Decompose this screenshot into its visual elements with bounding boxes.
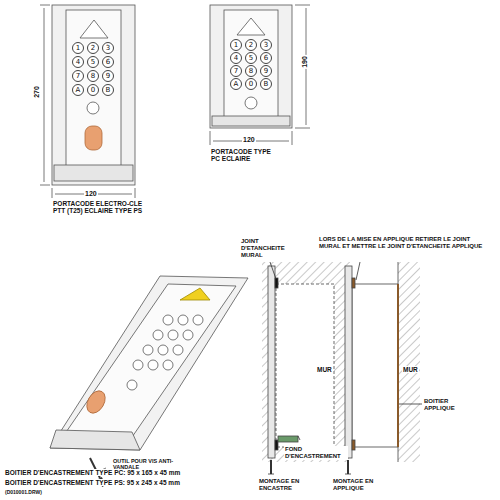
key-label: 6 (106, 58, 110, 66)
callout-label: BOITIER APPLIQUE (423, 398, 475, 412)
key-label: 0 (249, 80, 253, 88)
key-button: 0 (87, 84, 99, 96)
key-label: A (234, 80, 239, 88)
key-label: 0 (91, 86, 95, 94)
mounting-label: MONTAGE EN APPLIQUE (332, 478, 396, 492)
key-label: 1 (76, 44, 80, 52)
wall-label: MUR (316, 366, 333, 373)
dimension: 270 (33, 85, 41, 99)
key-label: 2 (91, 44, 95, 52)
drawing-ref: (D010001.DRW) (4, 490, 43, 496)
key-button: 4 (230, 52, 242, 64)
key-label: 8 (91, 72, 95, 80)
key-label: 2 (249, 41, 253, 49)
mounting-label: MONTAGE EN ENCASTRE (258, 478, 322, 492)
key-label: 7 (76, 72, 80, 80)
key-button: 7 (230, 65, 242, 77)
key-button: 5 (245, 52, 257, 64)
key-label: 3 (264, 41, 268, 49)
key-button: 4 (72, 56, 84, 68)
wall-label: MUR (402, 366, 419, 373)
panel-pc (210, 5, 310, 145)
note: LORS DE LA MISE EN APPLIQUE RETIRER LE J… (318, 236, 492, 250)
key-label: 4 (234, 54, 238, 62)
key-label: 5 (91, 58, 95, 66)
key-button: A (72, 84, 84, 96)
box-spec: BOITIER D'ENCASTREMENT TYPE PS: 95 x 245… (4, 479, 181, 486)
key-button: 8 (245, 65, 257, 77)
section-applique (345, 262, 422, 474)
key-button: 7 (72, 70, 84, 82)
section-encastre (262, 262, 350, 474)
key-button: 6 (260, 52, 272, 64)
key-label: 9 (106, 72, 110, 80)
key-label: 5 (249, 54, 253, 62)
panel-ps (40, 5, 135, 198)
key-button: 3 (102, 42, 114, 54)
key-button: B (102, 84, 114, 96)
key-button: 1 (72, 42, 84, 54)
box-spec: BOITIER D'ENCASTREMENT TYPE PC: 95 x 165… (4, 469, 181, 476)
dimension: 190 (301, 55, 309, 69)
key-label: 1 (234, 41, 238, 49)
key-label: 6 (264, 54, 268, 62)
key-button: 1 (230, 39, 242, 51)
key-button: 2 (87, 42, 99, 54)
key-button: 3 (260, 39, 272, 51)
key-button: 9 (102, 70, 114, 82)
dimension: 120 (242, 136, 256, 144)
key-label: B (264, 80, 269, 88)
product-caption: PORTACODE ELECTRO-CLE PTT (T25) ECLAIRE … (52, 200, 146, 215)
key-label: 8 (249, 67, 253, 75)
key-button: A (230, 78, 242, 90)
key-button: 8 (87, 70, 99, 82)
key-button: 6 (102, 56, 114, 68)
perspective-panel (50, 276, 248, 486)
callout-label: JOINT D'ETANCHEITE MURAL (240, 238, 294, 259)
product-caption: PORTACODE TYPE PC ECLAIRE (210, 148, 282, 163)
key-label: B (106, 86, 111, 94)
key-button: 2 (245, 39, 257, 51)
key-button: 0 (245, 78, 257, 90)
dimension: 120 (84, 190, 98, 198)
key-button: B (260, 78, 272, 90)
key-label: A (76, 86, 81, 94)
key-label: 3 (106, 44, 110, 52)
callout-label: FOND D'ENCASTREMENT (284, 446, 348, 460)
key-label: 7 (234, 67, 238, 75)
key-button: 9 (260, 65, 272, 77)
key-button: 5 (87, 56, 99, 68)
key-label: 9 (264, 67, 268, 75)
key-label: 4 (76, 58, 80, 66)
